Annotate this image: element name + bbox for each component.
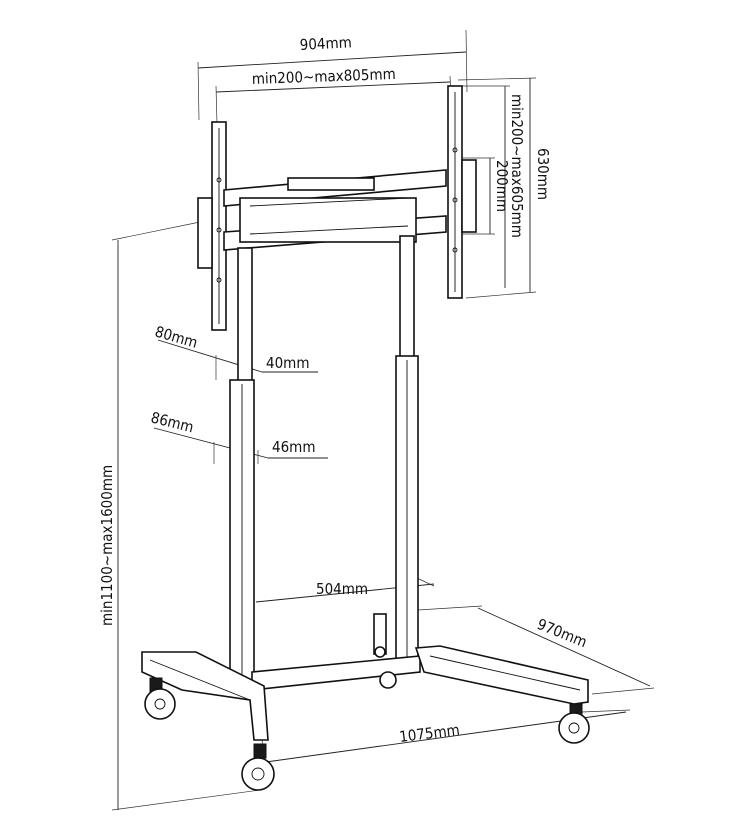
label-80mm: 80mm <box>153 323 200 352</box>
label-504mm: 504mm <box>316 580 368 598</box>
caster-front-left <box>241 743 275 791</box>
dimension-labels: 904mm min200~max805mm 630mm min200~max60… <box>98 33 590 746</box>
columns <box>229 235 421 691</box>
label-904mm: 904mm <box>299 33 352 54</box>
base-feet <box>141 645 589 741</box>
label-vesa-horizontal: min200~max805mm <box>252 65 397 88</box>
label-46mm: 46mm <box>272 438 315 456</box>
label-630mm: 630mm <box>534 148 552 200</box>
caster-rear-left <box>144 677 176 720</box>
caster-wheels <box>144 646 590 791</box>
label-1075mm: 1075mm <box>398 721 460 746</box>
label-200mm: 200mm <box>493 160 511 212</box>
label-height-range: min1100~max1600mm <box>98 465 116 626</box>
label-vesa-vertical: min200~max605mm <box>508 94 526 238</box>
caster-rear-right <box>374 646 397 689</box>
vesa-bracket <box>197 85 477 331</box>
label-86mm: 86mm <box>149 408 196 436</box>
label-40mm: 40mm <box>266 354 309 372</box>
caster-front-right <box>558 703 590 744</box>
